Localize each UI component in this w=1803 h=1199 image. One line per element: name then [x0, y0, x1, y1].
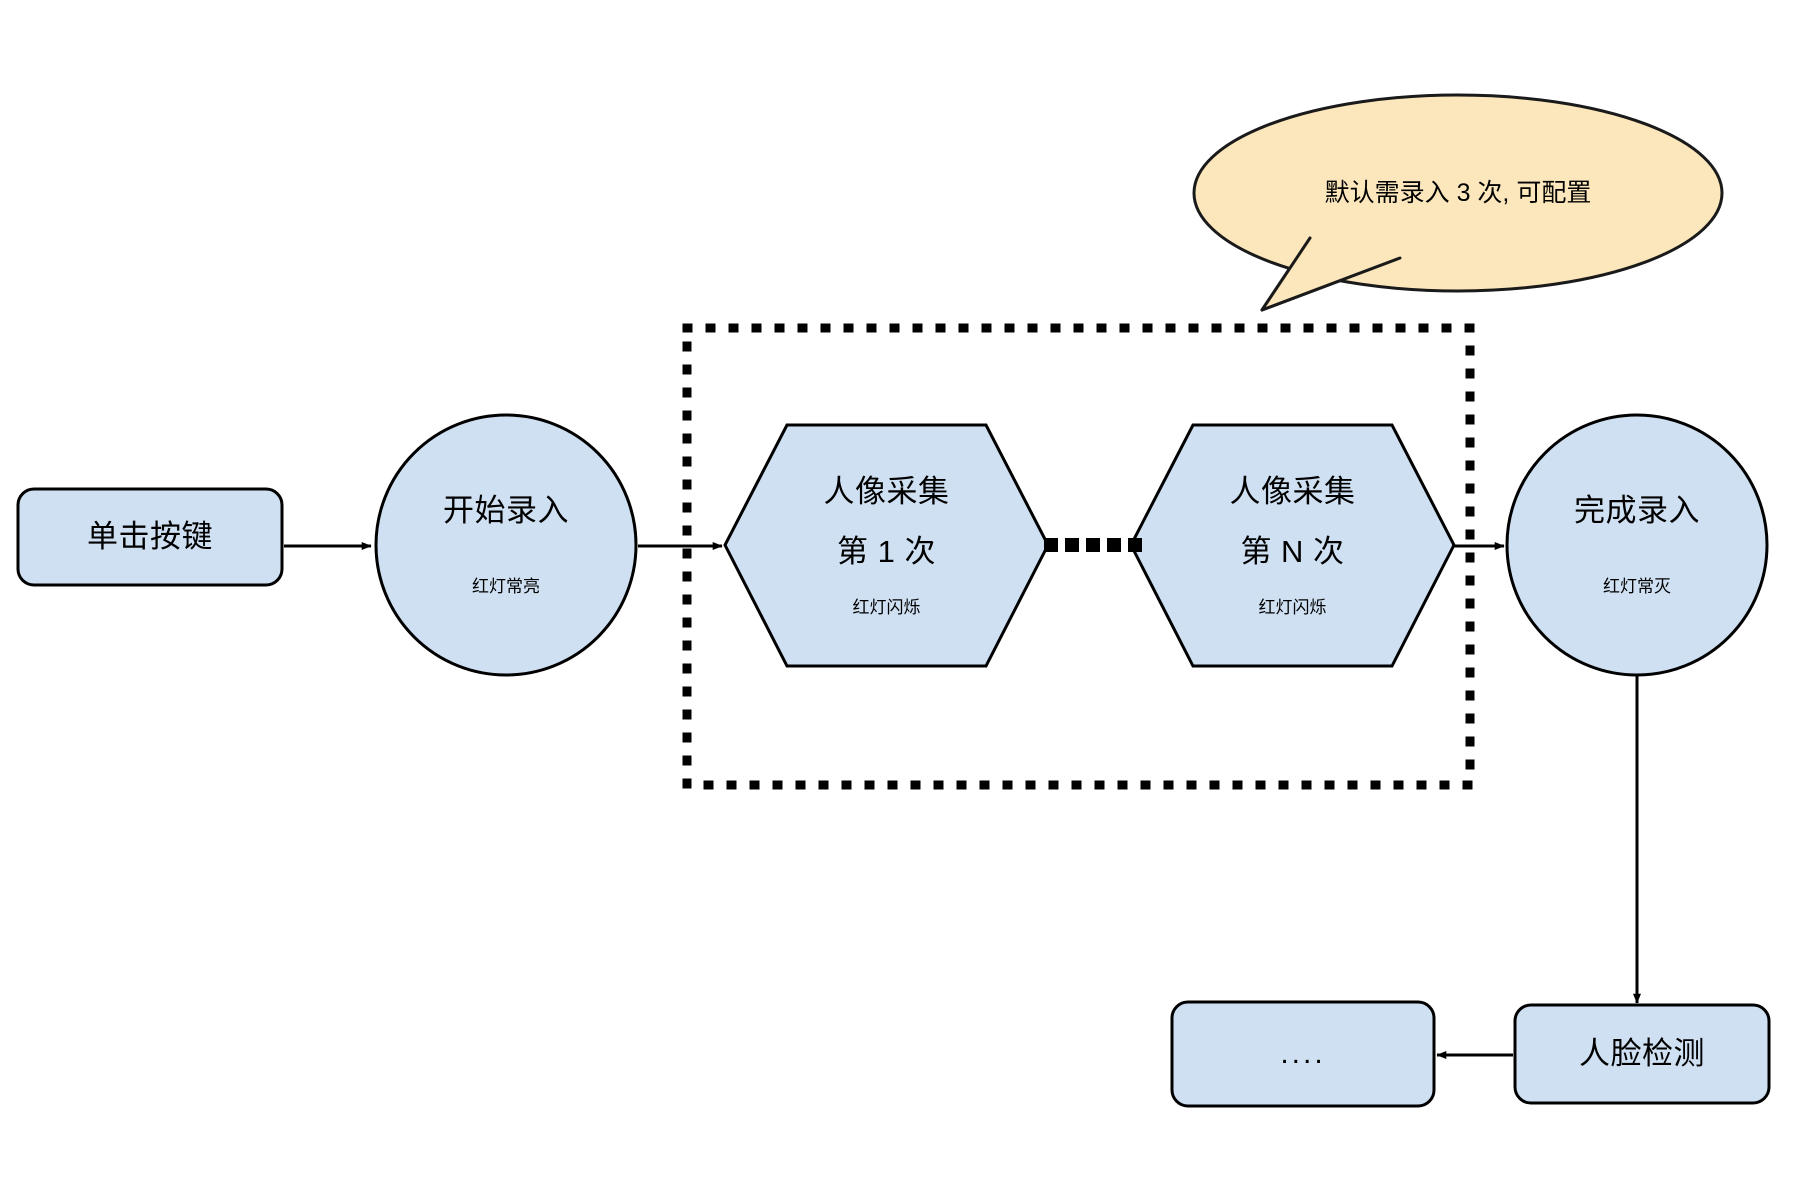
- callout-loop-note[interactable]: [1192, 93, 1724, 312]
- node-capture-first-label: 人像采集: [823, 473, 950, 509]
- node-capture-first-label2: 第 1 次: [837, 534, 936, 570]
- node-start-enroll[interactable]: 开始录入 红灯常亮: [376, 415, 636, 675]
- node-start-enroll-shape[interactable]: [374, 413, 638, 677]
- node-finish-enroll[interactable]: 完成录入 红灯常灭: [1507, 415, 1767, 675]
- node-more-steps-shape[interactable]: [1170, 1000, 1436, 1108]
- node-finish-enroll-sublabel: 红灯常灭: [1603, 577, 1671, 597]
- node-more-steps-label: ....: [1280, 1037, 1326, 1070]
- node-face-detect-shape[interactable]: [1513, 1003, 1771, 1105]
- edge-capture-first-to-capture-nth: [1044, 538, 1142, 552]
- node-start-enroll-sublabel: 红灯常亮: [472, 577, 540, 597]
- node-capture-nth-label2: 第 N 次: [1240, 534, 1345, 570]
- callout-loop-note-text-wrap: 默认需录入 3 次, 可配置: [1194, 145, 1722, 241]
- node-capture-nth-label: 人像采集: [1229, 473, 1356, 509]
- node-click-key-label: 单击按键: [87, 518, 213, 554]
- node-face-detect[interactable]: 人脸检测: [1515, 1005, 1769, 1103]
- node-start-enroll-label: 开始录入: [443, 493, 569, 529]
- node-more-steps[interactable]: ....: [1172, 1002, 1434, 1106]
- node-capture-nth-shape[interactable]: [1129, 423, 1456, 668]
- node-face-detect-label: 人脸检测: [1579, 1035, 1705, 1071]
- node-capture-first[interactable]: 人像采集 第 1 次 红灯闪烁: [725, 425, 1048, 666]
- callout-loop-note-text: 默认需录入 3 次, 可配置: [1324, 178, 1592, 207]
- capture-loop-group-boundary: [682, 323, 1475, 790]
- node-click-key[interactable]: 单击按键: [18, 489, 282, 585]
- node-capture-first-shape[interactable]: [723, 423, 1050, 668]
- node-capture-nth-sublabel: 红灯闪烁: [1258, 598, 1327, 618]
- node-capture-nth[interactable]: 人像采集 第 N 次 红灯闪烁: [1131, 425, 1454, 666]
- node-capture-first-sublabel: 红灯闪烁: [852, 598, 921, 618]
- node-finish-enroll-shape[interactable]: [1505, 413, 1769, 677]
- node-finish-enroll-label: 完成录入: [1574, 493, 1700, 529]
- node-click-key-shape[interactable]: [16, 487, 284, 587]
